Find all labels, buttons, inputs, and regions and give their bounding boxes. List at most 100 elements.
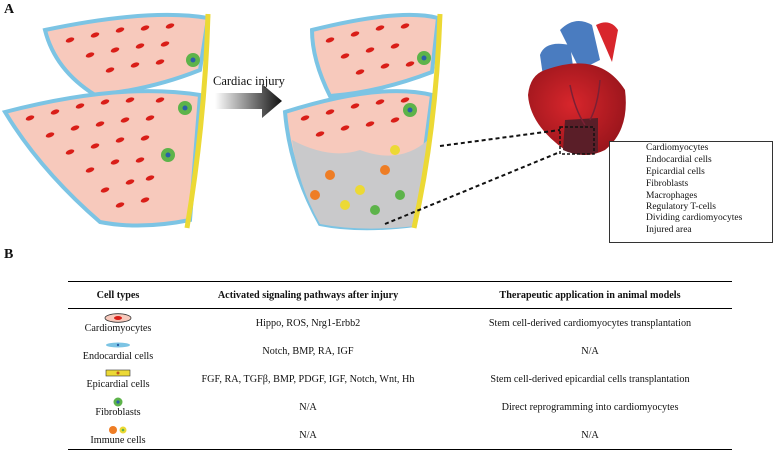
pathways-cell: FGF, RA, TGFβ, BMP, PDGF, IGF, Notch, Wn… [201,373,415,385]
application-cell: N/A [448,421,732,450]
cell-type: Fibroblasts [68,393,168,421]
immune-cell [370,205,380,215]
legend-item: Cardiomyocytes [610,143,774,155]
immune-cell [390,145,400,155]
cell-nucleus [85,167,95,173]
injury-arrow [215,84,282,118]
fibroblast-icon [113,397,123,406]
fibroblast-icon [403,103,417,117]
cell-nucleus [120,117,130,123]
cell-nucleus [375,25,385,31]
cell-nucleus [140,135,150,141]
immune-cells-icon [109,425,127,434]
epicardial-cell-icon [105,369,131,376]
header-pathways: Activated signaling pathways after injur… [168,281,448,309]
legend-label: Fibroblasts [646,179,689,189]
pathways-cell: Hippo, ROS, Nrg1-Erbb2 [255,317,361,329]
header-cell-types: Cell types [68,281,168,309]
injury-zoom-box [559,126,595,155]
injured-tissue [282,12,443,231]
cell-nucleus [65,149,75,155]
immune-cell [355,185,365,195]
cell-nucleus [315,131,325,137]
cell-nucleus [115,137,125,143]
legend-label: Macrophages [646,191,698,201]
cell-nucleus [380,63,390,69]
cell-nucleus [155,59,165,65]
cell-nucleus [400,23,410,29]
cell-nucleus [25,115,35,121]
cell-nucleus [155,97,165,103]
cell-type: Immune cells [68,421,168,450]
table-row: Fibroblasts N/A Direct reprogramming int… [68,393,732,421]
cell-nucleus [125,97,135,103]
cell-nucleus [325,37,335,43]
legend-item: Dividing cardiomyocytes [610,213,774,225]
legend-item: Injured area [610,225,774,237]
legend-item: Regulatory T-cells [610,202,774,214]
table-header-row: Cell types Activated signaling pathways … [68,281,732,309]
table-row: Immune cells N/A N/A [68,421,732,450]
cell-type: Cardiomyocytes [68,309,168,338]
application-cell: Direct reprogramming into cardiomyocytes [501,401,679,413]
cell-nucleus [160,41,170,47]
fibroblast-icon [417,51,431,65]
legend-item: Epicardial cells [610,167,774,179]
panel-a-label: A [4,2,15,17]
injured-area [292,140,428,229]
cell-type: Epicardial cells [68,365,168,393]
cell-nucleus [165,23,175,29]
healthy-tissue [1,12,211,229]
cardiac-injury-label: Cardiac injury [213,74,285,88]
cell-nucleus [95,121,105,127]
immune-cell [325,170,335,180]
heart-illustration [528,21,626,156]
cell-nucleus [390,117,400,123]
application-cell: Stem cell-derived cardiomyocytes transpl… [488,317,692,329]
cell-type: Endocardial cells [68,337,168,365]
cell-type-name: Endocardial cells [82,350,154,362]
cell-types-table: Cell types Activated signaling pathways … [68,281,732,450]
cell-nucleus [340,53,350,59]
cell-type-name: Cardiomyocytes [84,322,152,334]
cell-nucleus [125,179,135,185]
legend-label: Cardiomyocytes [646,143,709,153]
pathways-cell: Notch, BMP, RA, IGF [262,345,354,357]
cell-nucleus [140,197,150,203]
cell-nucleus [115,202,125,208]
table-row: Endocardial cells Notch, BMP, RA, IGF N/… [68,337,732,365]
panel-b-label: B [4,247,14,262]
cell-nucleus [135,43,145,49]
immune-cell [340,200,350,210]
cell-nucleus [325,109,335,115]
cell-type-name: Immune cells [90,434,146,446]
legend-item: Fibroblasts [610,179,774,191]
legend: Cardiomyocytes Endocardial cells Epicard… [609,141,773,243]
endocardial-cell-icon [106,342,130,347]
cell-nucleus [390,43,400,49]
immune-cell [395,190,405,200]
legend-label: Regulatory T-cells [646,202,716,212]
cell-nucleus [145,175,155,181]
pathways-cell: N/A [168,421,448,450]
cell-type-name: Fibroblasts [95,406,141,418]
legend-item: Endocardial cells [610,155,774,167]
cell-nucleus [75,103,85,109]
legend-label: Dividing cardiomyocytes [646,213,743,223]
fibroblast-icon [161,148,175,162]
header-application: Therapeutic application in animal models [448,281,732,309]
immune-cell [380,165,390,175]
pathways-cell: N/A [299,401,317,413]
table-row: Cardiomyocytes Hippo, ROS, Nrg1-Erbb2 St… [68,309,732,338]
legend-label: Endocardial cells [646,155,712,165]
cell-nucleus [70,125,80,131]
cell-nucleus [105,67,115,73]
cell-nucleus [350,103,360,109]
cell-nucleus [145,115,155,121]
cell-nucleus [110,159,120,165]
table-row: Epicardial cells FGF, RA, TGFβ, BMP, PDG… [68,365,732,393]
cell-nucleus [365,47,375,53]
cell-nucleus [115,27,125,33]
cell-nucleus [400,97,410,103]
application-cell: N/A [581,345,599,357]
